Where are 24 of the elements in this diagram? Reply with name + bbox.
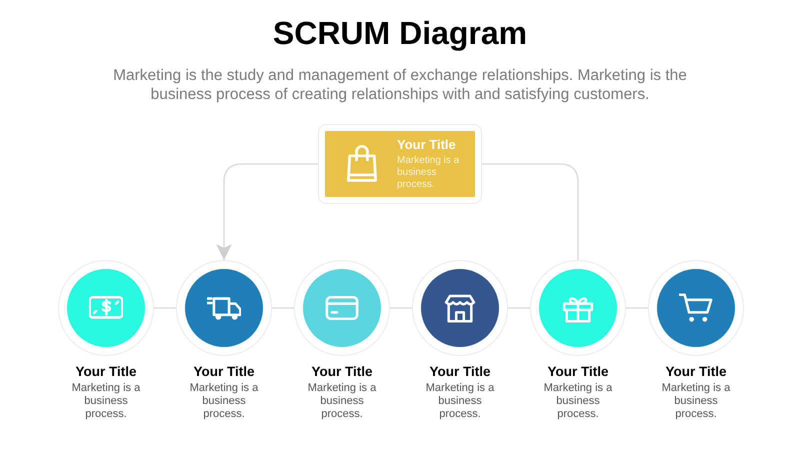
card-description: Marketing is a business process. — [397, 155, 460, 191]
process-card — [318, 124, 482, 204]
step-description: Marketing is a business process. — [424, 382, 496, 421]
step-description: Marketing is a business process. — [306, 382, 378, 421]
connector-line — [272, 307, 294, 309]
connector-line — [508, 307, 530, 309]
connector-line — [154, 307, 176, 309]
step-title: Your Title — [665, 364, 726, 380]
step-description: Marketing is a business process. — [660, 382, 732, 421]
step-title: Your Title — [193, 364, 254, 380]
step-title: Your Title — [429, 364, 490, 380]
step-description: Marketing is a business process. — [70, 382, 142, 421]
step-title: Your Title — [75, 364, 136, 380]
connector-line — [482, 163, 579, 260]
card-title: Your Title — [397, 137, 456, 153]
subtitle: Marketing is the study and management of exchange relationships. Marketing is the business process of creating relationships with and satisfying customers. — [112, 66, 688, 104]
arrow — [216, 163, 318, 260]
step-title: Your Title — [311, 364, 372, 380]
step-description: Marketing is a business process. — [542, 382, 614, 421]
step-description: Marketing is a business process. — [188, 382, 260, 421]
connector-line — [626, 307, 648, 309]
connector-line — [390, 307, 412, 309]
title: SCRUM Diagram — [272, 14, 528, 52]
step-title: Your Title — [547, 364, 608, 380]
